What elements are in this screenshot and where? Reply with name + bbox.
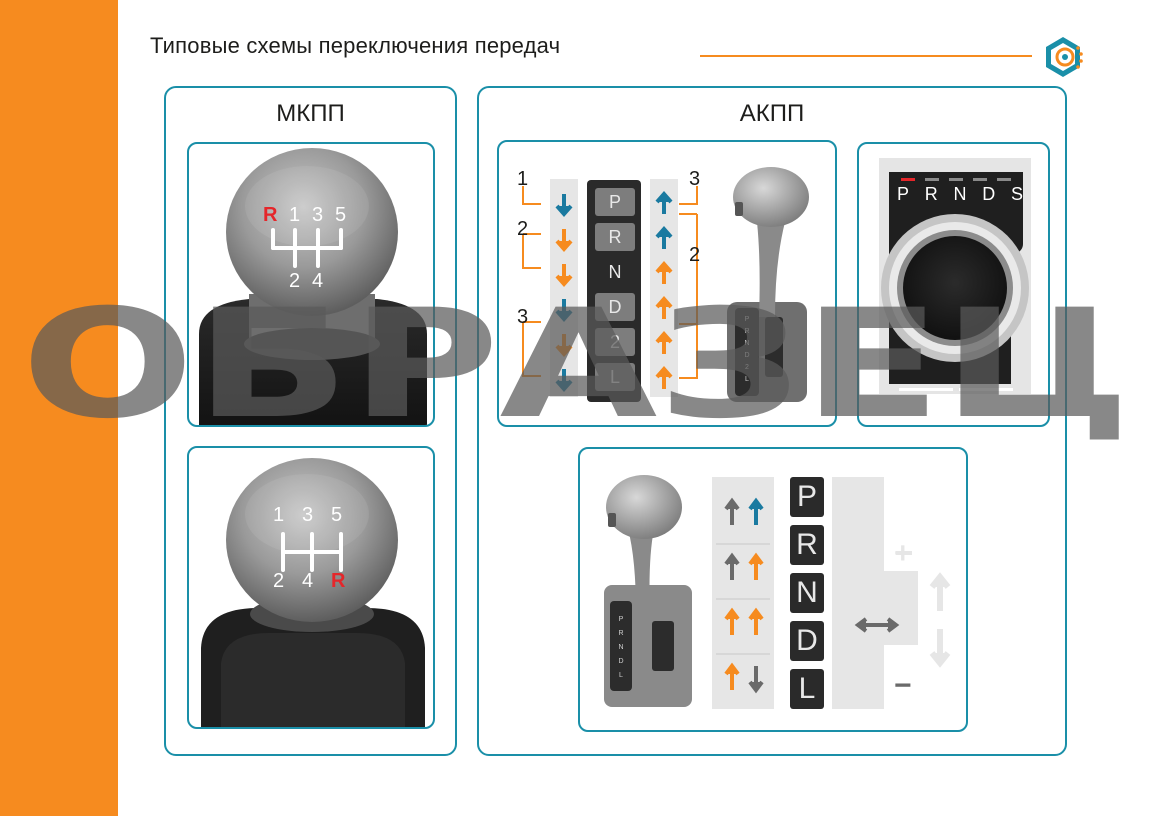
rotary-selector-illustration [879,158,1031,394]
hexagon-gear-logo-icon [1046,37,1083,77]
manual-scheme-card-1: R 1 3 5 2 4 [187,142,435,427]
automatic-panel-title: АКПП [739,100,805,127]
scheme1-left-label-2: 2 [517,218,529,240]
gear-label-r: R [263,204,278,226]
scheme1-right-label-3: 3 [689,168,701,190]
selector-gear-d: D [982,184,996,204]
shift-pattern-diagram-1 [522,167,809,402]
lever-gear-d: D [618,658,624,665]
gear-cell-2: 2 [595,328,635,356]
scheme1-left-label-3: 3 [517,306,529,328]
gear-letter-r: R [790,525,824,565]
gear-label-1: 1 [273,504,285,526]
lever-gear-p: P [744,316,750,323]
orange-side-bar [0,0,118,816]
gear-letter-n: N [790,573,824,613]
lever-gear-l: L [619,672,623,679]
gear-cell-l: L [595,363,635,391]
lever-gear-2: 2 [745,364,749,371]
gear-strip: P R N D 2 L [595,188,635,398]
gear-label-2: 2 [273,570,285,592]
gear-label-r: R [331,570,346,592]
gear-cell-p: P [595,188,635,216]
gear-label-5: 5 [335,204,347,226]
automatic-scheme-card-3: P R N D L + − P R N D L [578,447,968,732]
gear-label-3: 3 [302,504,314,526]
manual-panel-title: МКПП [276,100,345,127]
gear-cell-d: D [595,293,635,321]
gear-knob-illustration-1 [199,148,427,425]
lever-gear-n: N [744,340,750,347]
selector-gear-row: P R N D S [897,184,1023,205]
gear-letter-d: D [790,621,824,661]
page-title: Типовые схемы переключения передач [150,33,561,58]
plus-sign: + [894,537,912,570]
shift-pattern-diagram-3 [604,475,951,709]
gear-label-4: 4 [312,270,324,292]
gear-label-5: 5 [331,504,343,526]
scheme1-left-label-1: 1 [517,168,529,190]
lever-gear-l: L [745,376,749,383]
manual-scheme-card-2: 1 3 5 2 4 R [187,446,435,729]
lever-gear-p: P [618,616,624,623]
gear-label-2: 2 [289,270,301,292]
selector-gear-s: S [1010,184,1023,204]
gear-letter-l: L [790,669,824,709]
selector-gear-r: R [924,184,938,204]
gear-label-3: 3 [312,204,324,226]
gear-label-4: 4 [302,570,314,592]
selector-gear-n: N [953,184,967,204]
lever-gear-d: D [744,352,750,359]
lever-gear-r: R [744,328,750,335]
automatic-scheme-card-2: P R N D S [857,142,1050,427]
gear-letter-column: P R N D L [790,477,824,717]
minus-sign: − [894,669,912,702]
lever-gear-n: N [618,644,624,651]
lever-gear-indicator: P R N D 2 L [739,314,755,386]
gear-cell-n: N [595,258,635,286]
lever-gear-indicator: P R N D L [614,613,628,683]
gear-letter-p: P [790,477,824,517]
gear-cell-r: R [595,223,635,251]
gear-knob-illustration-2 [201,458,425,727]
automatic-scheme-card-1: 1 2 3 3 2 P R N D 2 L P R N D 2 L [497,140,837,427]
scheme1-right-label-2: 2 [689,244,701,266]
title-divider [700,55,1032,57]
gear-label-1: 1 [289,204,301,226]
selector-gear-p: P [897,184,910,204]
lever-gear-r: R [618,630,624,637]
